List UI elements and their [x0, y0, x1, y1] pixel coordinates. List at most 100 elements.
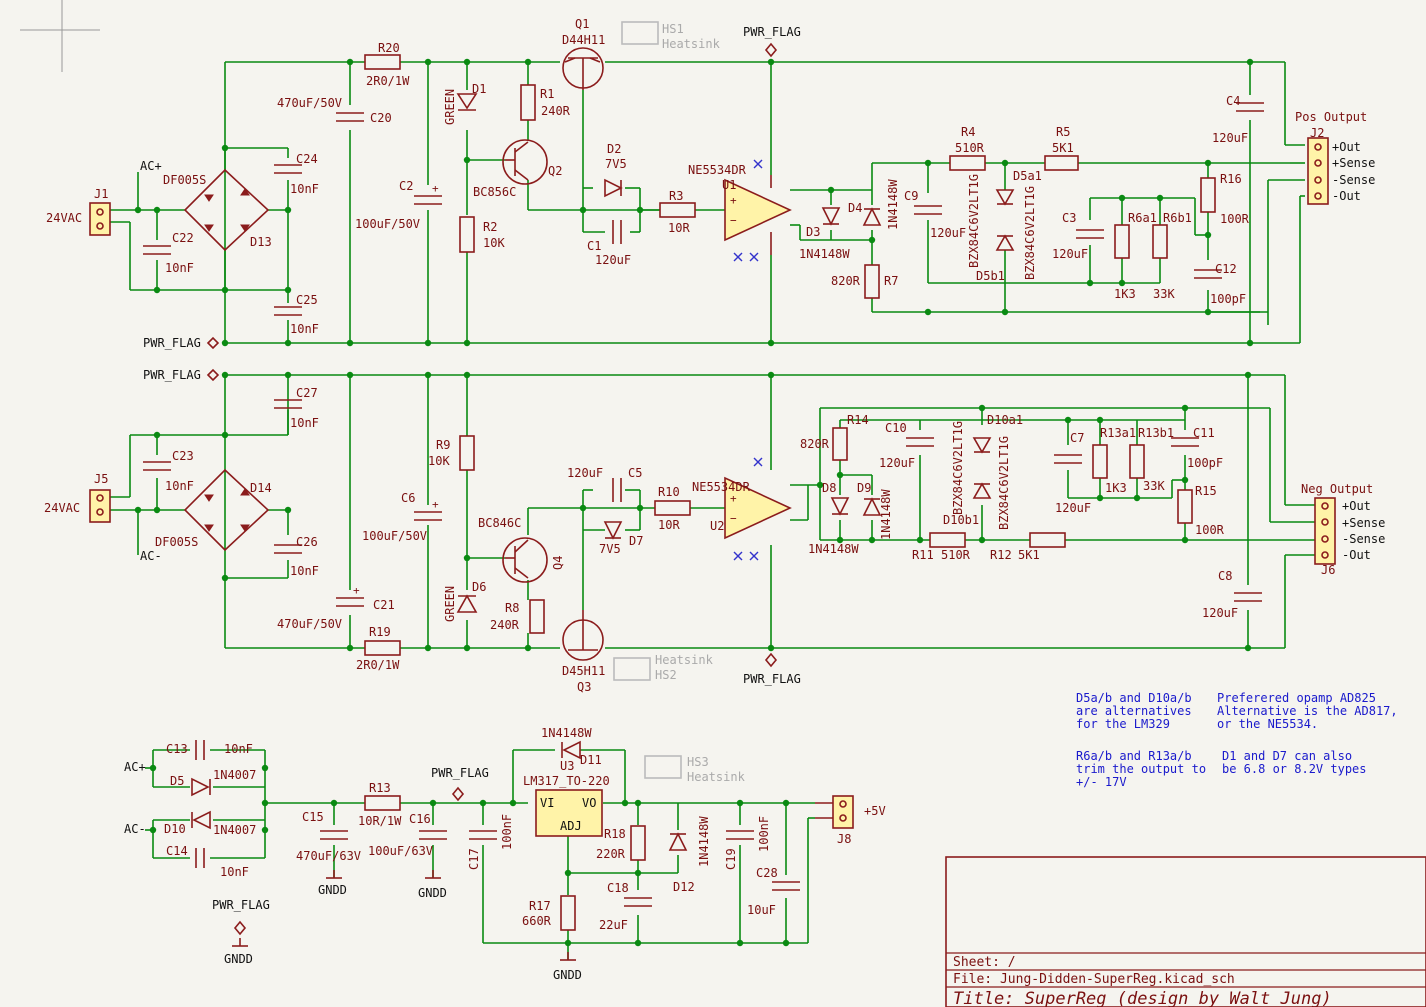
d9-value: 1N4148W [879, 489, 893, 540]
u1-value: NE5534DR [688, 163, 747, 177]
j1-ref: J1 [94, 187, 108, 201]
ac-plus-label-2: AC+ [124, 760, 146, 774]
c6-value: 100uF/50V [362, 529, 427, 543]
c4-value: 120uF [1212, 131, 1248, 145]
design-notes: D5a/b and D10a/b are alternatives for th… [1076, 691, 1398, 789]
j6-value: Neg Output [1301, 482, 1373, 496]
r3-ref: R3 [669, 189, 683, 203]
d5a1-value: BZX84C6V2LT1G [967, 174, 981, 268]
title-block: Sheet: / File: Jung-Didden-SuperReg.kica… [945, 856, 1426, 1007]
c11-value: 100pF [1187, 456, 1223, 470]
u3-value: LM317_TO-220 [523, 774, 610, 788]
r13a1-ref: R13a1 [1100, 426, 1136, 440]
d6-value: GREEN [443, 586, 457, 622]
j1-value: 24VAC [46, 211, 82, 225]
d14-ref: D14 [250, 481, 272, 495]
c7-ref: C7 [1070, 431, 1084, 445]
c21-ref: C21 [373, 598, 395, 612]
c13-value: 10nF [224, 742, 253, 756]
d4-ref: D4 [848, 201, 862, 215]
note-trim-1: R6a/b and R13a/b [1076, 749, 1192, 763]
pwr-flag-label-3: PWR_FLAG [143, 368, 201, 382]
c24-ref: C24 [296, 152, 318, 166]
c17-value: 100nF [500, 814, 514, 850]
hs1-value: Heatsink [662, 37, 721, 51]
r16-ref: R16 [1220, 172, 1242, 186]
c3-ref: C3 [1062, 211, 1076, 225]
r1-value: 240R [541, 104, 571, 118]
d2-ref: D2 [607, 142, 621, 156]
c14-ref: C14 [166, 844, 188, 858]
hs1-ref: HS1 [662, 22, 684, 36]
j5-ref: J5 [94, 472, 108, 486]
r6b1-value: 33K [1153, 287, 1175, 301]
c17-ref: C17 [467, 848, 481, 870]
r5-value: 5K1 [1052, 141, 1074, 155]
j6-pin4: +Out [1342, 499, 1371, 513]
c3-value: 120uF [1052, 247, 1088, 261]
svg-text:−: − [730, 214, 737, 227]
c22-value: 10nF [165, 261, 194, 275]
c4-ref: C4 [1226, 94, 1240, 108]
c25-ref: C25 [296, 293, 318, 307]
c9-value: 120uF [930, 226, 966, 240]
u3-ref: U3 [560, 759, 574, 773]
d5-ref: D5 [170, 774, 184, 788]
r5-ref: R5 [1056, 125, 1070, 139]
note-led-1: D1 and D7 can also [1222, 749, 1352, 763]
u1-ref: U1 [722, 178, 736, 192]
r13b1-value: 33K [1143, 479, 1165, 493]
c28-value: 10uF [747, 903, 776, 917]
r16-value: 100R [1220, 212, 1250, 226]
r20-value: 2R0/1W [366, 74, 410, 88]
cursor-crosshair [20, 0, 100, 72]
c27-ref: C27 [296, 386, 318, 400]
j6-pin2: -Sense [1342, 532, 1385, 546]
r19-value: 2R0/1W [356, 658, 400, 672]
gndd-label-2: GNDD [418, 886, 447, 900]
d11-value: 1N4148W [541, 726, 592, 740]
j2-pin3: -Sense [1332, 173, 1375, 187]
note-opamp-1: Preferered opamp AD825 [1217, 691, 1376, 705]
c26-ref: C26 [296, 535, 318, 549]
u2-value: NE5534DR [692, 480, 751, 494]
r2-ref: R2 [483, 220, 497, 234]
c11-ref: C11 [1193, 426, 1215, 440]
symbols: + +− [89, 21, 1336, 961]
d12-ref: D12 [673, 880, 695, 894]
d10-ref: D10 [164, 822, 186, 836]
c19-value: 100nF [757, 816, 771, 852]
c14-value: 10nF [220, 865, 249, 879]
r13a1-value: 1K3 [1105, 481, 1127, 495]
svg-text:+: + [353, 584, 360, 597]
q3-value: D45H11 [562, 664, 605, 678]
j6-pin1: -Out [1342, 548, 1371, 562]
note-opamp-3: or the NE5534. [1217, 717, 1318, 731]
title-block-title: Title: SuperReg (design by Walt Jung) [953, 989, 1332, 1007]
j8-ref: J8 [837, 832, 851, 846]
r18-ref: R18 [604, 827, 626, 841]
d11-ref: D11 [580, 753, 602, 767]
note-zener-2: are alternatives [1076, 704, 1192, 718]
c21-value: 470uF/50V [277, 617, 342, 631]
r12-value: 5K1 [1018, 548, 1040, 562]
r18-value: 220R [596, 847, 626, 861]
ac-minus-label-2: AC- [124, 822, 146, 836]
hs2-ref: HS2 [655, 668, 677, 682]
j8-value: +5V [864, 804, 886, 818]
u2-ref: U2 [710, 519, 724, 533]
d3-ref: D3 [806, 225, 820, 239]
c2-value: 100uF/50V [355, 217, 420, 231]
d10-value: 1N4007 [213, 823, 256, 837]
c20-value: 470uF/50V [277, 96, 342, 110]
c5-ref: C5 [628, 466, 642, 480]
hs3-ref: HS3 [687, 755, 709, 769]
c16-ref: C16 [409, 812, 431, 826]
d7-value: 7V5 [599, 542, 621, 556]
d7-ref: D7 [629, 534, 643, 548]
u3-vi-label: VI [540, 796, 554, 810]
c8-ref: C8 [1218, 569, 1232, 583]
j6-ref: J6 [1321, 563, 1335, 577]
c1-value: 120uF [595, 253, 631, 267]
